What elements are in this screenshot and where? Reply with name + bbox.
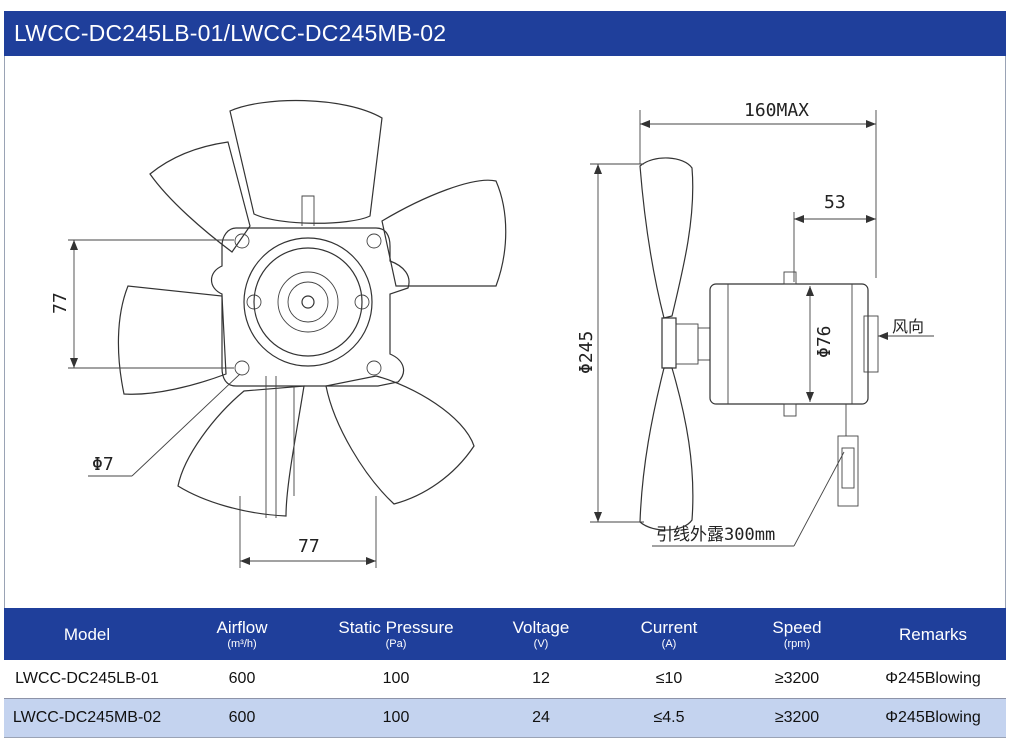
- blade-upper: [639, 157, 694, 319]
- hub-inner: [287, 281, 329, 323]
- blade-lower: [639, 367, 694, 531]
- dim-total-length-label: 160MAX: [744, 100, 809, 121]
- spec-table: Model Airflow(m³/h) Static Pressure(Pa) …: [4, 608, 1006, 737]
- cell-model: LWCC-DC245MB-02: [4, 698, 170, 737]
- dim-horizontal-label: 77: [298, 536, 320, 557]
- mounting-plate: [210, 227, 410, 387]
- table-row: LWCC-DC245MB-02 600 100 24 ≤4.5 ≥3200 Φ2…: [4, 698, 1006, 737]
- motor-body: [709, 283, 869, 405]
- dim-vertical-label: 77: [50, 292, 71, 314]
- cell-airflow: 600: [170, 698, 314, 737]
- cell-remarks: Φ245Blowing: [860, 698, 1006, 737]
- motor-ring-outer: [243, 237, 373, 367]
- col-header-remarks: Remarks: [860, 608, 1006, 660]
- technical-drawing: 77 77 Φ7: [4, 56, 1006, 608]
- mount-hole: [234, 233, 250, 249]
- cell-static-pressure: 100: [314, 660, 478, 699]
- col-header-current: Current(A): [604, 608, 734, 660]
- col-header-speed: Speed(rpm): [734, 608, 860, 660]
- side-view: 160MAX 53 Φ245 Φ76 风向 引线外露300mm: [576, 100, 934, 547]
- dim-fan-diameter-label: Φ245: [576, 331, 597, 374]
- motor-ring-inner: [253, 247, 363, 357]
- page-title: LWCC-DC245LB-01/LWCC-DC245MB-02: [14, 20, 447, 46]
- cell-voltage: 24: [478, 698, 604, 737]
- fan-blades: [117, 99, 507, 517]
- lead-wire-note: 引线外露300mm: [656, 525, 775, 545]
- cell-model: LWCC-DC245LB-01: [4, 660, 170, 699]
- dim-motor-diameter-label: Φ76: [814, 325, 835, 358]
- cell-static-pressure: 100: [314, 698, 478, 737]
- drawing-svg: 77 77 Φ7: [50, 99, 934, 568]
- wind-direction-label: 风向: [892, 317, 924, 336]
- cell-remarks: Φ245Blowing: [860, 660, 1006, 699]
- cell-current: ≤4.5: [604, 698, 734, 737]
- table-row: LWCC-DC245LB-01 600 100 12 ≤10 ≥3200 Φ24…: [4, 660, 1006, 699]
- cell-voltage: 12: [478, 660, 604, 699]
- col-header-static-pressure: Static Pressure(Pa): [314, 608, 478, 660]
- hub-outer: [277, 271, 339, 333]
- col-header-voltage: Voltage(V): [478, 608, 604, 660]
- shaft: [301, 295, 315, 309]
- col-header-model: Model: [4, 608, 170, 660]
- cell-speed: ≥3200: [734, 698, 860, 737]
- cell-airflow: 600: [170, 660, 314, 699]
- table-header-row: Model Airflow(m³/h) Static Pressure(Pa) …: [4, 608, 1006, 660]
- dim-motor-length-label: 53: [824, 192, 846, 213]
- cell-speed: ≥3200: [734, 660, 860, 699]
- col-header-airflow: Airflow(m³/h): [170, 608, 314, 660]
- dim-hole-label: Φ7: [92, 454, 114, 475]
- title-bar: LWCC-DC245LB-01/LWCC-DC245MB-02: [4, 11, 1006, 56]
- front-view: 77 77 Φ7: [50, 99, 507, 568]
- cell-current: ≤10: [604, 660, 734, 699]
